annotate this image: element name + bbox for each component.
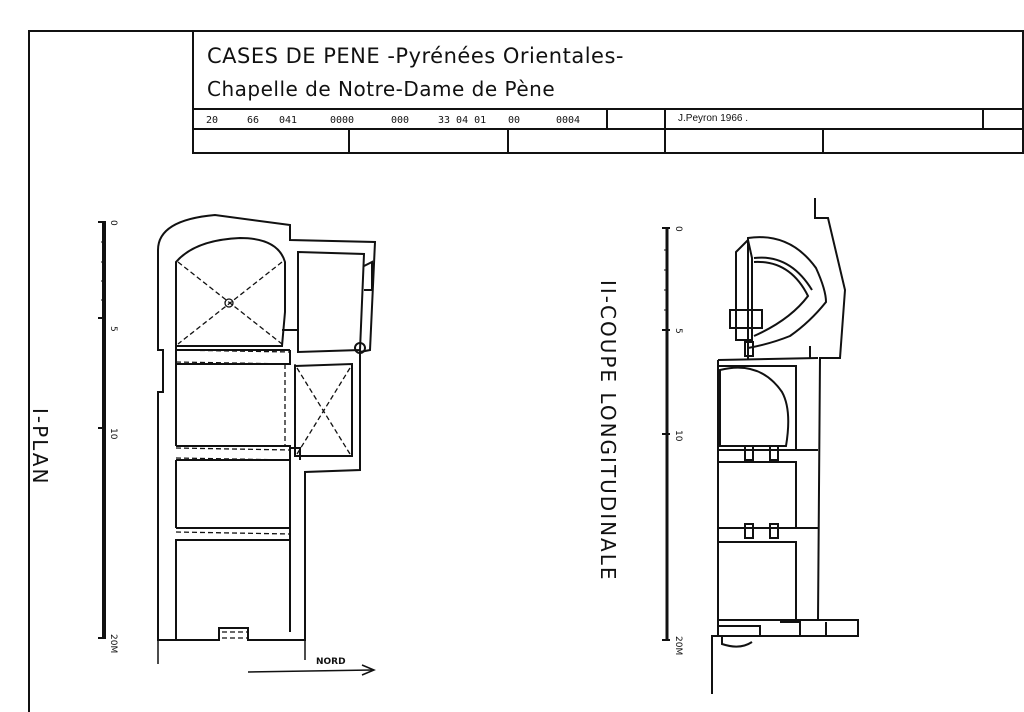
inventory-code: 0004 — [556, 115, 581, 126]
site-title: CASES DE PENE -Pyrénées Orientales- — [207, 44, 624, 68]
plan-scale-tick: 10 — [108, 428, 118, 440]
plan-scale-tick: 5 — [108, 326, 118, 332]
section-scale-tick: 0 — [673, 226, 683, 232]
section-scale-bar — [662, 227, 670, 641]
inventory-code: 041 — [279, 115, 298, 126]
title-block-rule — [192, 128, 1022, 130]
title-block: CASES DE PENE -Pyrénées Orientales- Chap… — [192, 30, 1024, 154]
section-scale-tick: 5 — [673, 328, 683, 334]
vault-keystone — [224, 298, 234, 308]
section-scale-tick: 10 — [673, 430, 683, 442]
monument-title: Chapelle de Notre-Dame de Pène — [207, 77, 556, 101]
inventory-code: 00 — [508, 115, 521, 126]
floor-plan — [157, 213, 377, 641]
north-arrow — [157, 640, 376, 676]
plan-scale-bar — [98, 221, 106, 639]
section-label: II-COUPE LONGITUDINALE — [596, 280, 620, 582]
drawing-frame — [28, 30, 1024, 712]
title-block-divider — [664, 128, 666, 152]
inventory-code: 20 — [206, 115, 219, 126]
inventory-code: 33 04 01 — [438, 115, 487, 126]
title-block-divider — [664, 108, 666, 128]
inventory-code: 000 — [391, 115, 410, 126]
title-block-divider — [606, 108, 608, 128]
plan-vault-lines — [175, 261, 351, 639]
plan-label: I-PLAN — [28, 408, 52, 486]
section-scale-tick: 20M — [673, 636, 683, 656]
title-block-divider — [982, 108, 984, 128]
title-block-border — [192, 30, 1024, 154]
north-label: NORD — [316, 657, 346, 667]
title-block-divider — [348, 128, 350, 152]
author-date: J.Peyron 1966 . — [678, 113, 749, 124]
longitudinal-section — [711, 198, 859, 694]
inventory-code: 0000 — [330, 115, 355, 126]
plan-scale-tick: 0 — [108, 220, 118, 226]
title-block-divider — [822, 128, 824, 152]
inventory-code: 66 — [247, 115, 260, 126]
plan-scale-tick: 20M — [108, 634, 118, 654]
title-block-divider — [507, 128, 509, 152]
